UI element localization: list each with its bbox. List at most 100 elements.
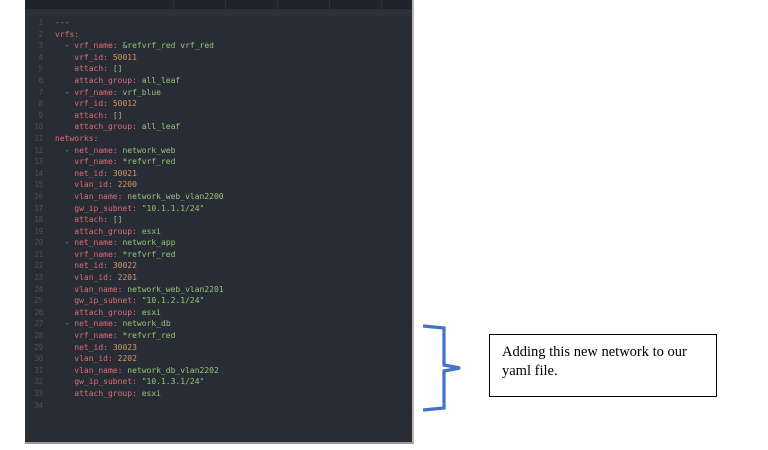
code-line[interactable]: 30 vlan_id: 2202	[25, 353, 412, 365]
code-line[interactable]: 3 - vrf_name: &refvrf_red vrf_red	[25, 40, 412, 52]
code-token: network_app	[122, 238, 176, 248]
code-token: net_id:	[74, 342, 108, 352]
code-token: network_web_vlan2201	[127, 284, 224, 294]
code-line[interactable]: 21 vrf_name: *refvrf_red	[25, 249, 412, 261]
annotation-text: Adding this new network to our yaml file…	[502, 344, 687, 379]
code-token: "10.1.2.1/24"	[141, 296, 205, 306]
brace-connector-icon	[422, 324, 461, 412]
code-line[interactable]: 7 - vrf_name: vrf_blue	[25, 87, 412, 99]
line-number: 16	[34, 191, 43, 201]
code-line[interactable]: 31 vlan_name: network_db_vlan2202	[25, 365, 412, 377]
code-line-text: ---	[49, 17, 412, 29]
code-token: network_db_vlan2202	[127, 365, 219, 375]
code-token: ---	[55, 18, 70, 27]
code-line-text: vrf_name: *refvrf_red	[49, 330, 412, 342]
line-number: 12	[34, 145, 43, 155]
line-number: 30	[34, 354, 43, 364]
code-token: vrf_id:	[74, 99, 108, 109]
code-line[interactable]: 12 - net_name: network_web	[25, 145, 412, 157]
code-token: -	[64, 319, 75, 329]
code-line-text: networks:	[49, 133, 412, 145]
code-line[interactable]: 4 vrf_id: 50011	[25, 52, 412, 64]
code-line[interactable]: 16 vlan_name: network_web_vlan2200	[25, 191, 412, 203]
code-token: vlan_name:	[74, 365, 123, 375]
code-token: attach_group:	[74, 226, 137, 236]
line-number: 18	[34, 215, 43, 225]
code-token: attach_group:	[74, 389, 137, 398]
code-line-text: - vrf_name: vrf_blue	[49, 87, 412, 99]
code-line[interactable]: 20 - net_name: network_app	[25, 237, 412, 249]
tab-divider	[173, 0, 174, 9]
line-number: 15	[34, 180, 43, 190]
code-token: 30021	[112, 168, 137, 178]
code-token: 30022	[112, 261, 137, 271]
code-line[interactable]: 23 vlan_id: 2201	[25, 272, 412, 284]
code-token: []	[112, 215, 123, 225]
code-line[interactable]: 14 net_id: 30021	[25, 168, 412, 180]
code-line-text: net_id: 30022	[49, 260, 412, 272]
code-line[interactable]: 29 net_id: 30023	[25, 342, 412, 354]
code-token: -	[64, 145, 75, 155]
code-line-text: vlan_name: network_db_vlan2202	[49, 365, 412, 377]
code-line[interactable]: 15 vlan_id: 2200	[25, 179, 412, 191]
code-line-text: attach: []	[49, 214, 412, 226]
code-token: all_leaf	[141, 122, 181, 132]
code-token: vlan_id:	[74, 354, 113, 364]
code-line-text: attach: []	[49, 63, 412, 75]
code-token: attach:	[74, 110, 108, 120]
line-number: 33	[34, 389, 43, 398]
code-line[interactable]: 9 attach: []	[25, 110, 412, 122]
code-line[interactable]: 10 attach_group: all_leaf	[25, 121, 412, 133]
code-line-text: - vrf_name: &refvrf_red vrf_red	[49, 40, 412, 52]
line-number: 29	[34, 342, 43, 352]
code-token: esxi	[141, 307, 161, 317]
code-line[interactable]: 22 net_id: 30022	[25, 260, 412, 272]
code-token: *refvrf_red	[122, 331, 176, 341]
code-line[interactable]: 5 attach: []	[25, 63, 412, 75]
line-number: 31	[34, 365, 43, 375]
line-number: 21	[34, 249, 43, 259]
code-line-text: gw_ip_subnet: "10.1.2.1/24"	[49, 295, 412, 307]
code-token: attach:	[74, 215, 108, 225]
code-token: vrf_id:	[74, 52, 108, 62]
editor-breadcrumb-bar	[25, 9, 412, 16]
code-line[interactable]: 27 - net_name: network_db	[25, 318, 412, 330]
code-line[interactable]: 32 gw_ip_subnet: "10.1.3.1/24"	[25, 376, 412, 388]
code-line[interactable]: 17 gw_ip_subnet: "10.1.1.1/24"	[25, 203, 412, 215]
line-number: 7	[38, 87, 44, 97]
editor-tab-bar[interactable]	[25, 0, 412, 9]
code-line[interactable]: 13 vrf_name: *refvrf_red	[25, 156, 412, 168]
code-line-text: attach_group: esxi	[49, 226, 412, 238]
code-line-text: vlan_id: 2200	[49, 179, 412, 191]
code-token: net_id:	[74, 168, 108, 178]
annotation-textbox: Adding this new network to our yaml file…	[489, 334, 717, 397]
code-line-text: vlan_id: 2201	[49, 272, 412, 284]
code-line[interactable]: 25 gw_ip_subnet: "10.1.2.1/24"	[25, 295, 412, 307]
code-line[interactable]: 24 vlan_name: network_web_vlan2201	[25, 284, 412, 296]
code-line-text: net_id: 30021	[49, 168, 412, 180]
code-token: attach_group:	[74, 307, 137, 317]
code-line-text: - net_name: network_app	[49, 237, 412, 249]
code-line[interactable]: 1---	[25, 17, 412, 29]
code-line[interactable]: 19 attach_group: esxi	[25, 226, 412, 238]
code-line[interactable]: 6 attach_group: all_leaf	[25, 75, 412, 87]
code-line[interactable]: 33 attach_group: esxi	[25, 388, 412, 400]
code-line[interactable]: 28 vrf_name: *refvrf_red	[25, 330, 412, 342]
code-line[interactable]: 26 attach_group: esxi	[25, 307, 412, 319]
code-token: attach_group:	[74, 122, 137, 132]
line-number: 19	[34, 226, 43, 236]
code-token: *refvrf_red	[122, 249, 176, 259]
tab-divider	[225, 0, 226, 9]
code-line[interactable]: 34	[25, 400, 412, 412]
code-line[interactable]: 18 attach: []	[25, 214, 412, 226]
code-token: vlan_id:	[74, 273, 113, 283]
code-token: 50012	[112, 99, 137, 109]
code-token: 2202	[117, 354, 137, 364]
code-token: []	[112, 64, 123, 74]
line-number: 9	[38, 110, 44, 120]
code-line[interactable]: 8 vrf_id: 50012	[25, 98, 412, 110]
code-token: network_web	[122, 145, 176, 155]
